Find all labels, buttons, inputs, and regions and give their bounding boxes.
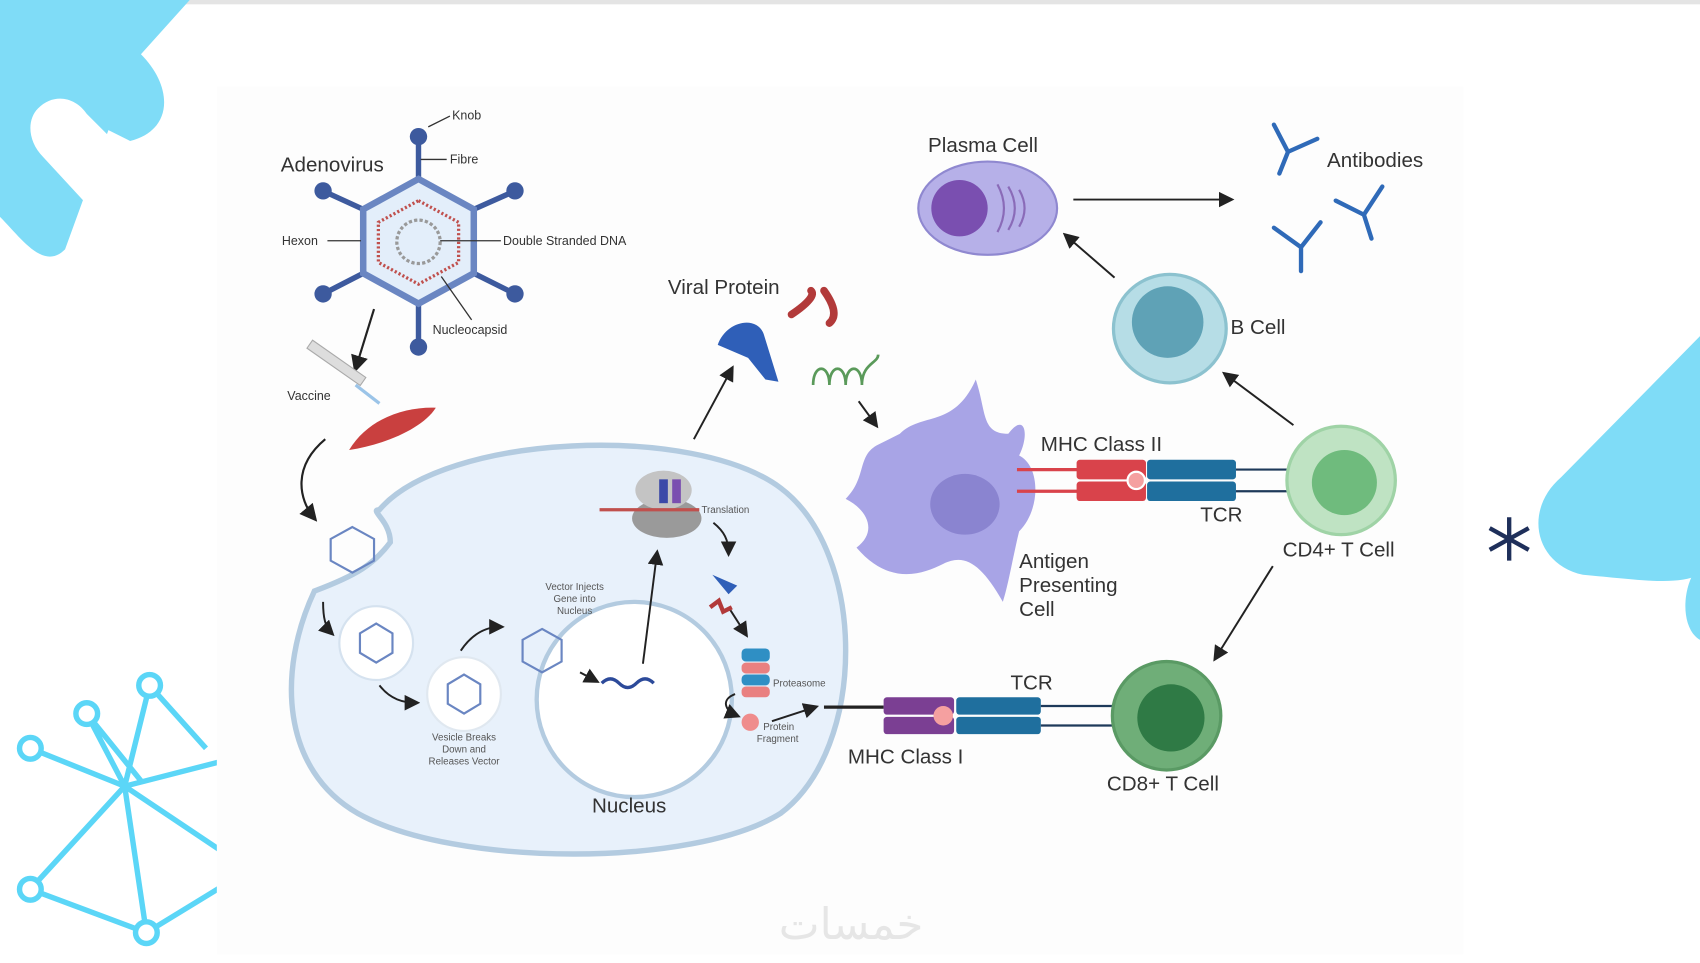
decor-blob-top-left <box>0 0 190 257</box>
arrow <box>351 308 376 373</box>
vaccine-label: Vaccine <box>287 389 330 403</box>
mhc-class-i-complex <box>823 697 1115 735</box>
syringe-icon <box>306 339 381 405</box>
inject-label-1: Vector Injects <box>545 582 604 593</box>
b-cell-label: B Cell <box>1231 316 1286 339</box>
vesicle-label-2: Down and <box>442 745 486 756</box>
plasma-cell-label: Plasma Cell <box>928 134 1038 157</box>
dna-strand-icon <box>600 677 655 690</box>
viral-protein-label: Viral Protein <box>668 276 780 299</box>
fragment-label-1: Protein <box>763 722 794 733</box>
nucleus <box>534 599 734 800</box>
top-band <box>0 0 1700 5</box>
antibody-icons <box>1271 122 1385 274</box>
muscle-icon <box>349 407 436 451</box>
vesicle-label-1: Vesicle Breaks <box>432 733 496 744</box>
proteasome-label: Proteasome <box>773 678 826 689</box>
viral-protein-icon <box>717 322 779 382</box>
er-folds <box>996 183 1026 233</box>
cd4-label: CD4+ T Cell <box>1283 538 1395 561</box>
arrow <box>299 438 326 522</box>
cd8-label: CD8+ T Cell <box>1107 773 1219 796</box>
peptide-icon <box>787 286 838 327</box>
adenovirus-title: Adenovirus <box>281 153 384 176</box>
fragment-label-2: Fragment <box>757 734 799 745</box>
inject-label-2: Gene into <box>553 594 596 605</box>
mhc-class-i-label: MHC Class I <box>848 745 964 768</box>
translation-label: Translation <box>701 505 749 516</box>
protein-fragment-icon <box>741 713 759 731</box>
nucleus-label: Nucleus <box>592 794 666 817</box>
adenovirus-illustration <box>314 115 524 356</box>
cd8-nucleus <box>1137 684 1205 752</box>
watermark-logo: خمسات <box>779 900 924 950</box>
hexon-label: Hexon <box>282 234 318 248</box>
small-peptide-icon <box>708 597 733 615</box>
cd4-nucleus <box>1311 450 1377 516</box>
apc-label-1: Antigen <box>1019 550 1089 573</box>
knob-label: Knob <box>452 108 481 122</box>
tcr-upper-label: TCR <box>1200 504 1242 527</box>
nucleocapsid-label: Nucleocapsid <box>433 323 508 337</box>
apc-label-3: Cell <box>1019 598 1054 621</box>
dna-label: Double Stranded DNA <box>503 234 627 248</box>
ribosome-icon <box>599 470 702 538</box>
small-protein-icon <box>712 574 738 595</box>
apc-nucleus <box>930 473 1000 535</box>
apc-label-2: Presenting <box>1019 574 1117 597</box>
fibre-label: Fibre <box>450 153 478 167</box>
antibodies-label: Antibodies <box>1327 149 1423 172</box>
decor-blob-right <box>1538 336 1700 640</box>
inject-label-3: Nucleus <box>557 606 592 617</box>
b-cell-nucleus <box>1131 286 1204 358</box>
process-arrows <box>317 191 1295 723</box>
vector-particles <box>329 525 563 733</box>
plasma-cell-nucleus <box>931 180 988 237</box>
mhc-class-ii-label: MHC Class II <box>1041 433 1162 456</box>
proteasome-icon <box>741 648 770 698</box>
vesicle-label-3: Releases Vector <box>429 757 501 768</box>
mhc-class-ii-complex <box>1016 459 1291 502</box>
tcr-lower-label: TCR <box>1010 672 1052 695</box>
helix-protein-icon <box>811 354 880 386</box>
asterisk-icon <box>1488 517 1530 561</box>
